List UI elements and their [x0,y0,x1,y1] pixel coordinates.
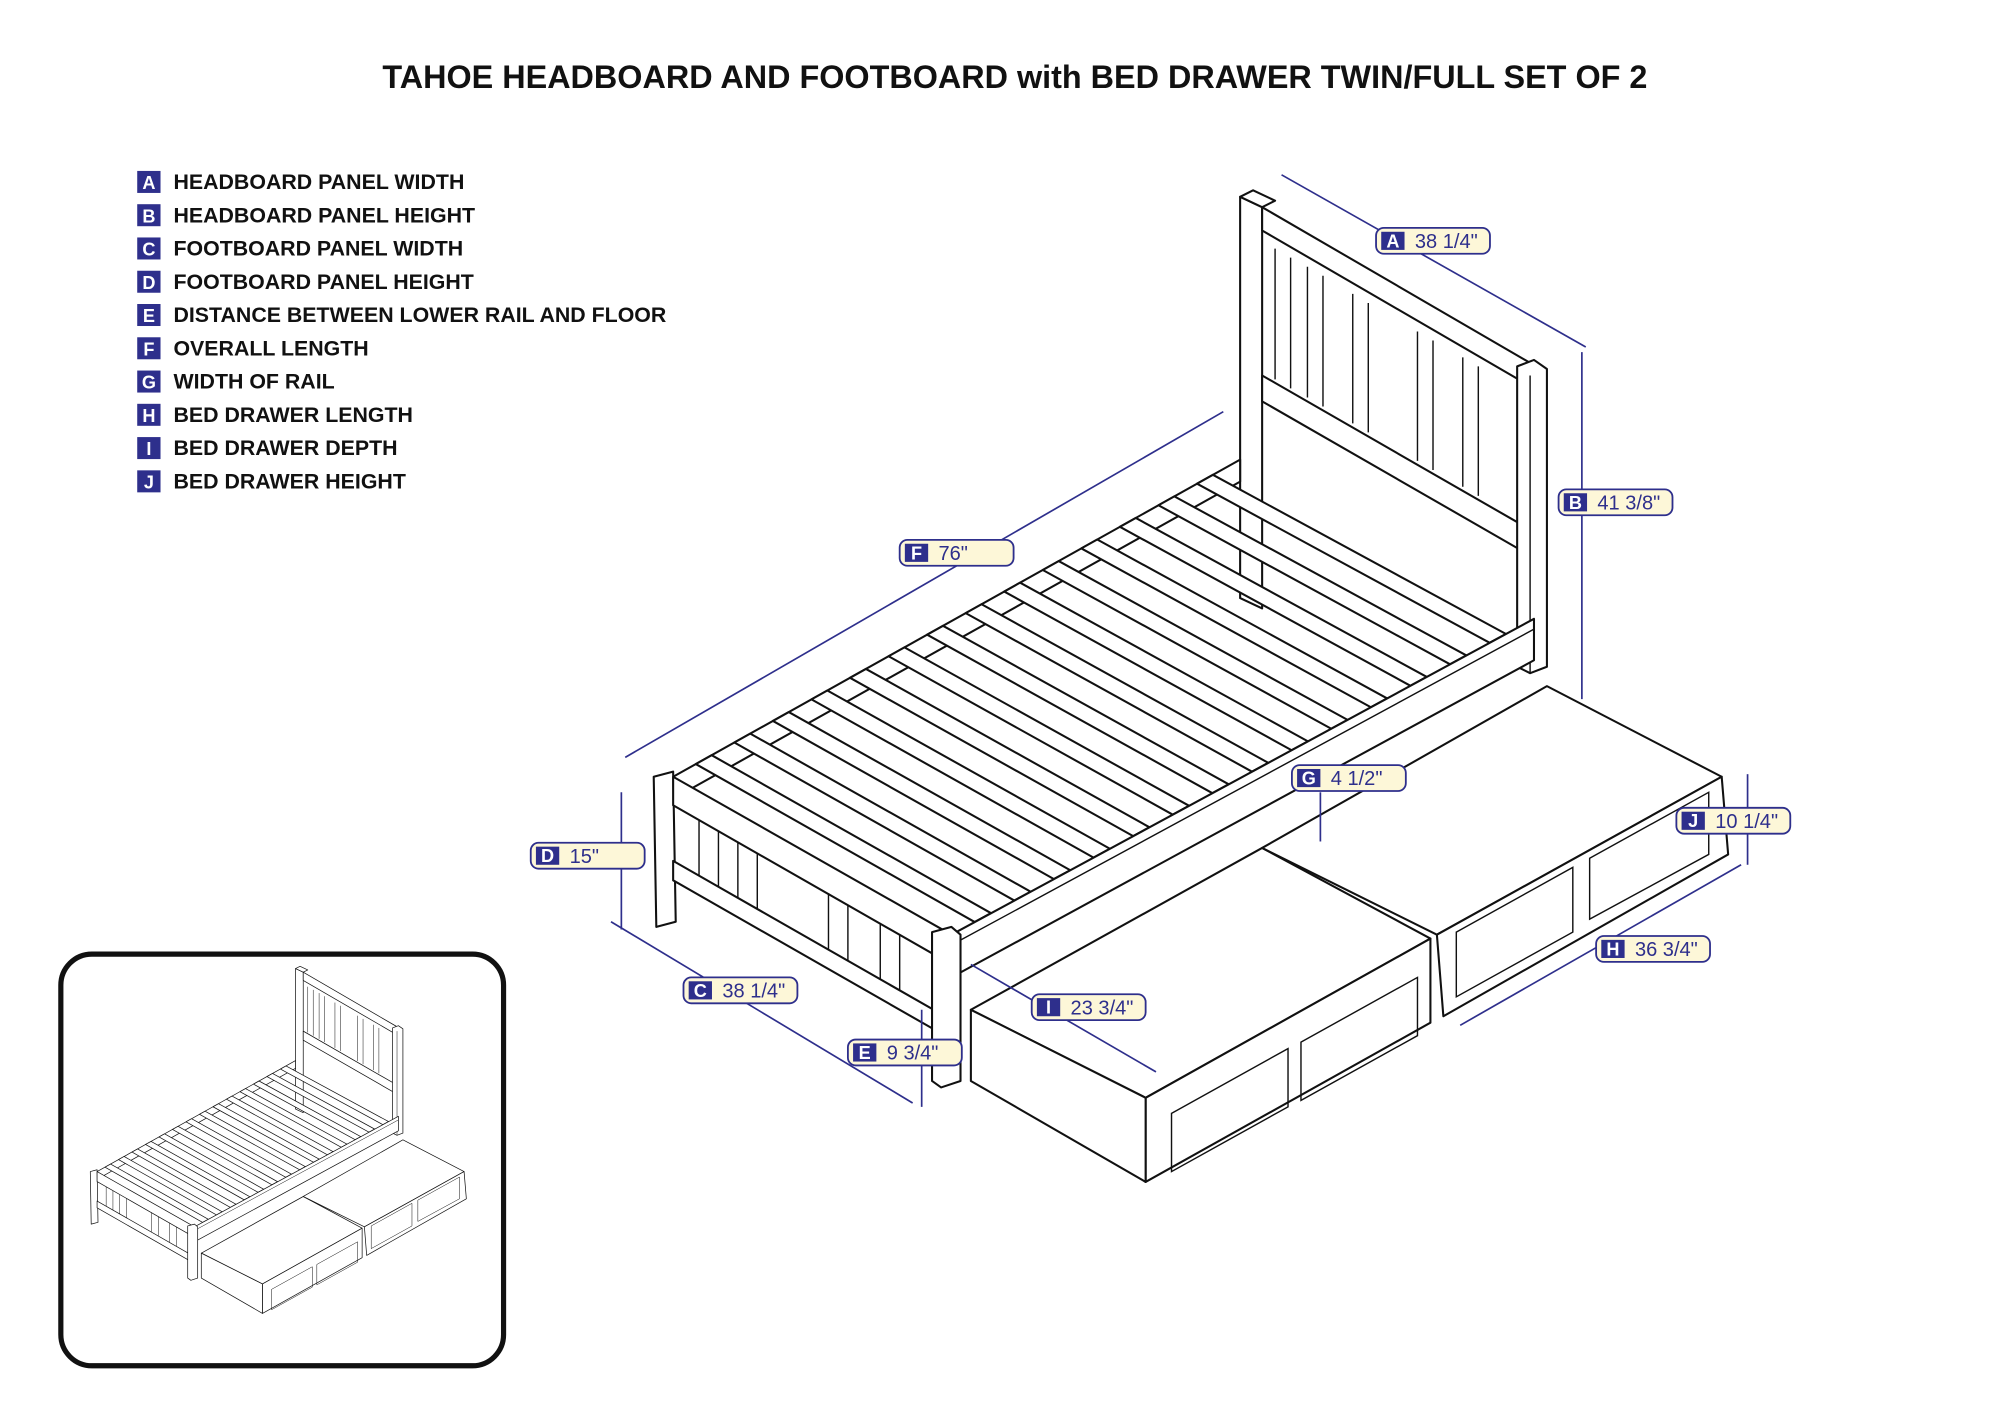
slat [887,646,1191,816]
callout-a: A 38 1/4" [1375,226,1491,255]
callout-value: 38 1/4" [722,980,785,1002]
callout-key: J [1688,811,1698,831]
legend-item: A HEADBOARD PANEL WIDTH [137,170,464,194]
callout-value: 4 1/2" [1331,768,1383,790]
callout-g: G 4 1/2" [1291,764,1407,792]
legend-badge [137,337,161,360]
callout-j: J 10 1/4" [1675,806,1792,835]
legend-label: OVERALL LENGTH [173,336,368,360]
callout-badge [904,543,929,562]
callout-key: E [859,1043,871,1063]
legend-key: B [142,206,155,226]
legend: A HEADBOARD PANEL WIDTH B HEADBOARD PANEL H… [137,170,666,493]
legend-key: C [142,240,155,260]
legend-key: G [142,373,156,393]
legend-label: BED DRAWER DEPTH [173,436,397,460]
bed-drawer-1 [969,846,1432,1183]
legend-label: FOOTBOARD PANEL HEIGHT [173,270,473,294]
callout-value: 36 3/4" [1635,939,1698,961]
legend-badge [137,403,161,426]
callout-c: C 38 1/4" [682,976,799,1005]
callout-value: 9 3/4" [887,1043,939,1065]
callout-key: D [541,846,554,866]
legend-key: J [144,472,154,492]
legend-label: BED DRAWER LENGTH [173,403,413,427]
slat [964,603,1270,773]
legend-item: E DISTANCE BETWEEN LOWER RAIL AND FLOOR [137,303,666,327]
legend-badge [137,370,161,393]
slat [810,689,1111,859]
legend-item: C FOOTBOARD PANEL WIDTH [137,237,463,261]
legend-item: I BED DRAWER DEPTH [137,436,398,460]
legend-label: WIDTH OF RAIL [173,370,334,394]
legend-label: HEADBOARD PANEL HEIGHT [173,203,475,227]
callout-key: G [1302,769,1316,789]
bed-drawer-2 [1261,685,1730,1018]
inset-preview [58,951,507,1369]
slat [1118,516,1428,687]
legend-item: H BED DRAWER LENGTH [137,403,413,427]
legend-key: F [143,339,154,359]
callout-badge [1563,493,1588,512]
legend-item: J BED DRAWER HEIGHT [137,469,406,493]
legend-key: D [142,273,155,293]
callout-value: 23 3/4" [1071,997,1134,1019]
callout-value: 10 1/4" [1715,811,1778,833]
legend-label: DISTANCE BETWEEN LOWER RAIL AND FLOOR [173,303,666,327]
callout-value: 41 3/8" [1597,492,1660,514]
callout-d: D 15" [529,841,646,870]
legend-key: I [146,439,151,459]
legend-badge [137,437,161,460]
slat [926,624,1230,795]
callout-badge [535,846,560,865]
callout-key: A [1386,231,1399,251]
bed-drawing [652,189,1730,1183]
legend-key: A [142,173,155,193]
callout-value: 15" [570,846,599,868]
callout-value: 38 1/4" [1415,231,1478,253]
callout-i: I 23 3/4" [1030,993,1147,1022]
callout-b: B 41 3/8" [1557,488,1674,517]
legend-item: G WIDTH OF RAIL [137,370,335,394]
callout-key: F [911,543,922,563]
callout-key: H [1606,939,1619,959]
callout-f: F 76" [898,538,1015,567]
legend-key: E [143,306,155,326]
legend-label: FOOTBOARD PANEL WIDTH [173,237,463,261]
callout-badge [1036,998,1061,1017]
legend-badge [137,470,161,493]
callout-badge [1297,768,1321,788]
callout-key: I [1046,998,1051,1018]
slat [1157,495,1468,666]
callout-h: H 36 3/4" [1595,935,1711,963]
slat [849,667,1151,838]
callout-e: E 9 3/4" [846,1038,963,1067]
page-title: TAHOE HEADBOARD AND FOOTBOARD with BED D… [382,59,1647,95]
legend-item: F OVERALL LENGTH [137,336,369,360]
callout-badge [1381,231,1405,250]
legend-key: H [142,406,155,426]
legend-badge [137,304,161,327]
legend-badge [137,204,161,227]
legend-label: BED DRAWER HEIGHT [173,469,405,493]
callout-badge [853,1043,877,1062]
slat [1041,560,1349,730]
callout-badge [1681,811,1705,830]
legend-badge [137,170,161,193]
callout-key: B [1569,493,1582,513]
slat [733,732,1032,902]
dimension-callouts: A 38 1/4" B 41 3/8" F 76" D 15" C 38 1/4" G 4 1/2" J… [529,226,1792,1067]
legend-badge [137,270,161,293]
callout-badge [688,981,712,1000]
legend-item: D FOOTBOARD PANEL HEIGHT [137,270,474,294]
slat [771,711,1072,881]
legend-badge [137,237,161,260]
callout-value: 76" [939,543,968,565]
slat [1080,538,1389,709]
legend-label: HEADBOARD PANEL WIDTH [173,170,464,194]
legend-item: B HEADBOARD PANEL HEIGHT [137,203,475,227]
callout-badge [1601,939,1625,958]
callout-key: C [694,981,707,1001]
